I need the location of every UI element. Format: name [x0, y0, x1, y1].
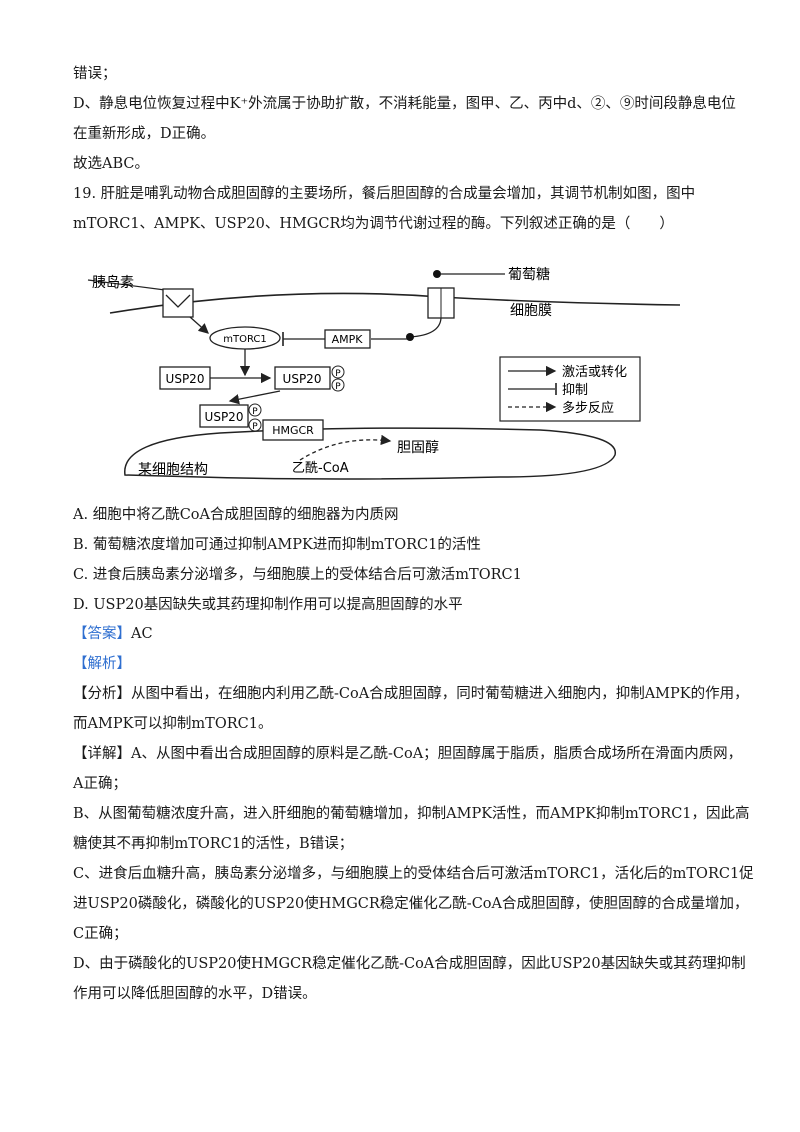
text-line: 错误；: [73, 66, 117, 82]
analysis-tag: 【解析】: [73, 656, 131, 672]
option-b: B. 葡萄糖浓度增加可通过抑制AMPK进而抑制mTORC1的活性: [73, 537, 481, 553]
option-a: A. 细胞中将乙酰CoA合成胆固醇的细胞器为内质网: [73, 507, 399, 523]
text-line: 在重新形成，D正确。: [73, 126, 216, 142]
insulin-receptor: [162, 288, 194, 318]
structure-label: 某细胞结构: [138, 462, 208, 478]
phosphate-label: P: [335, 369, 341, 379]
legend-item: 激活或转化: [562, 365, 627, 380]
membrane-label: 细胞膜: [510, 303, 552, 319]
cell-membrane: [109, 292, 681, 314]
legend-item: 多步反应: [562, 400, 614, 416]
analysis-line: C正确；: [73, 926, 128, 942]
phosphate-label: P: [252, 407, 258, 417]
question-stem: 19. 肝脏是哺乳动物合成胆固醇的主要场所，餐后胆固醇的合成量会增加，其调节机制…: [73, 186, 696, 202]
usp20-label: USP20: [283, 372, 322, 386]
acetyl-coa-label: 乙酰-CoA: [292, 461, 349, 476]
regulation-diagram: 胰岛素 葡萄糖 细胞膜 mTORC1 AMPK USP20 USP20 P P …: [87, 267, 681, 480]
analysis-line: 糖使其不再抑制mTORC1的活性，B错误；: [73, 836, 354, 852]
cholesterol-label: 胆固醇: [397, 439, 439, 456]
analysis-line: A正确；: [73, 776, 127, 792]
usp20-label: USP20: [166, 372, 205, 386]
analysis-line: B、从图葡萄糖浓度升高，进入肝细胞的葡萄糖增加，抑制AMPK活性，而AMPK抑制…: [73, 806, 750, 822]
phosphate-label: P: [335, 382, 341, 392]
hmgcr-label: HMGCR: [272, 424, 314, 437]
text-line: 故选ABC。: [73, 156, 149, 172]
analysis-line: 【详解】A、从图中看出合成胆固醇的原料是乙酰-CoA；胆固醇属于脂质，脂质合成场…: [73, 746, 743, 762]
analysis-line: C、进食后血糖升高，胰岛素分泌增多，与细胞膜上的受体结合后可激活mTORC1，活…: [73, 866, 754, 882]
usp20-p-node: [274, 366, 331, 390]
question-stem: mTORC1、AMPK、USP20、HMGCR均为调节代谢过程的酶。下列叙述正确…: [73, 216, 674, 232]
answer-value: AC: [131, 626, 153, 642]
ampk-label: AMPK: [332, 333, 364, 346]
analysis-line: 作用可以降低胆固醇的水平，D错误。: [73, 986, 317, 1002]
text-line: D、静息电位恢复过程中K⁺外流属于协助扩散，不消耗能量，图甲、乙、丙中d、②、⑨…: [73, 96, 736, 112]
legend-item: 抑制: [562, 383, 588, 398]
mtorc1-label: mTORC1: [223, 334, 267, 345]
insulin-label: 胰岛素: [92, 275, 134, 291]
analysis-line: 进USP20磷酸化，磷酸化的USP20使HMGCR稳定催化乙酰-CoA合成胆固醇…: [73, 896, 749, 912]
cell-structure: [124, 427, 616, 480]
analysis-line: 【分析】从图中看出，在细胞内利用乙酰-CoA合成胆固醇，同时葡萄糖进入细胞内，抑…: [73, 686, 749, 702]
analysis-line: D、由于磷酸化的USP20使HMGCR稳定催化乙酰-CoA合成胆固醇，因此USP…: [73, 956, 746, 972]
answer-tag: 【答案】: [73, 626, 131, 642]
answer-line: 【答案】AC: [73, 624, 153, 644]
glucose-label: 葡萄糖: [508, 267, 550, 283]
option-c: C. 进食后胰岛素分泌增多，与细胞膜上的受体结合后可激活mTORC1: [73, 567, 522, 583]
usp20-complex: [199, 404, 249, 428]
usp20-label: USP20: [205, 410, 244, 424]
phosphate-label: P: [252, 422, 258, 432]
analysis-line: 而AMPK可以抑制mTORC1。: [73, 716, 273, 732]
option-d: D. USP20基因缺失或其药理抑制作用可以提高胆固醇的水平: [73, 597, 463, 613]
